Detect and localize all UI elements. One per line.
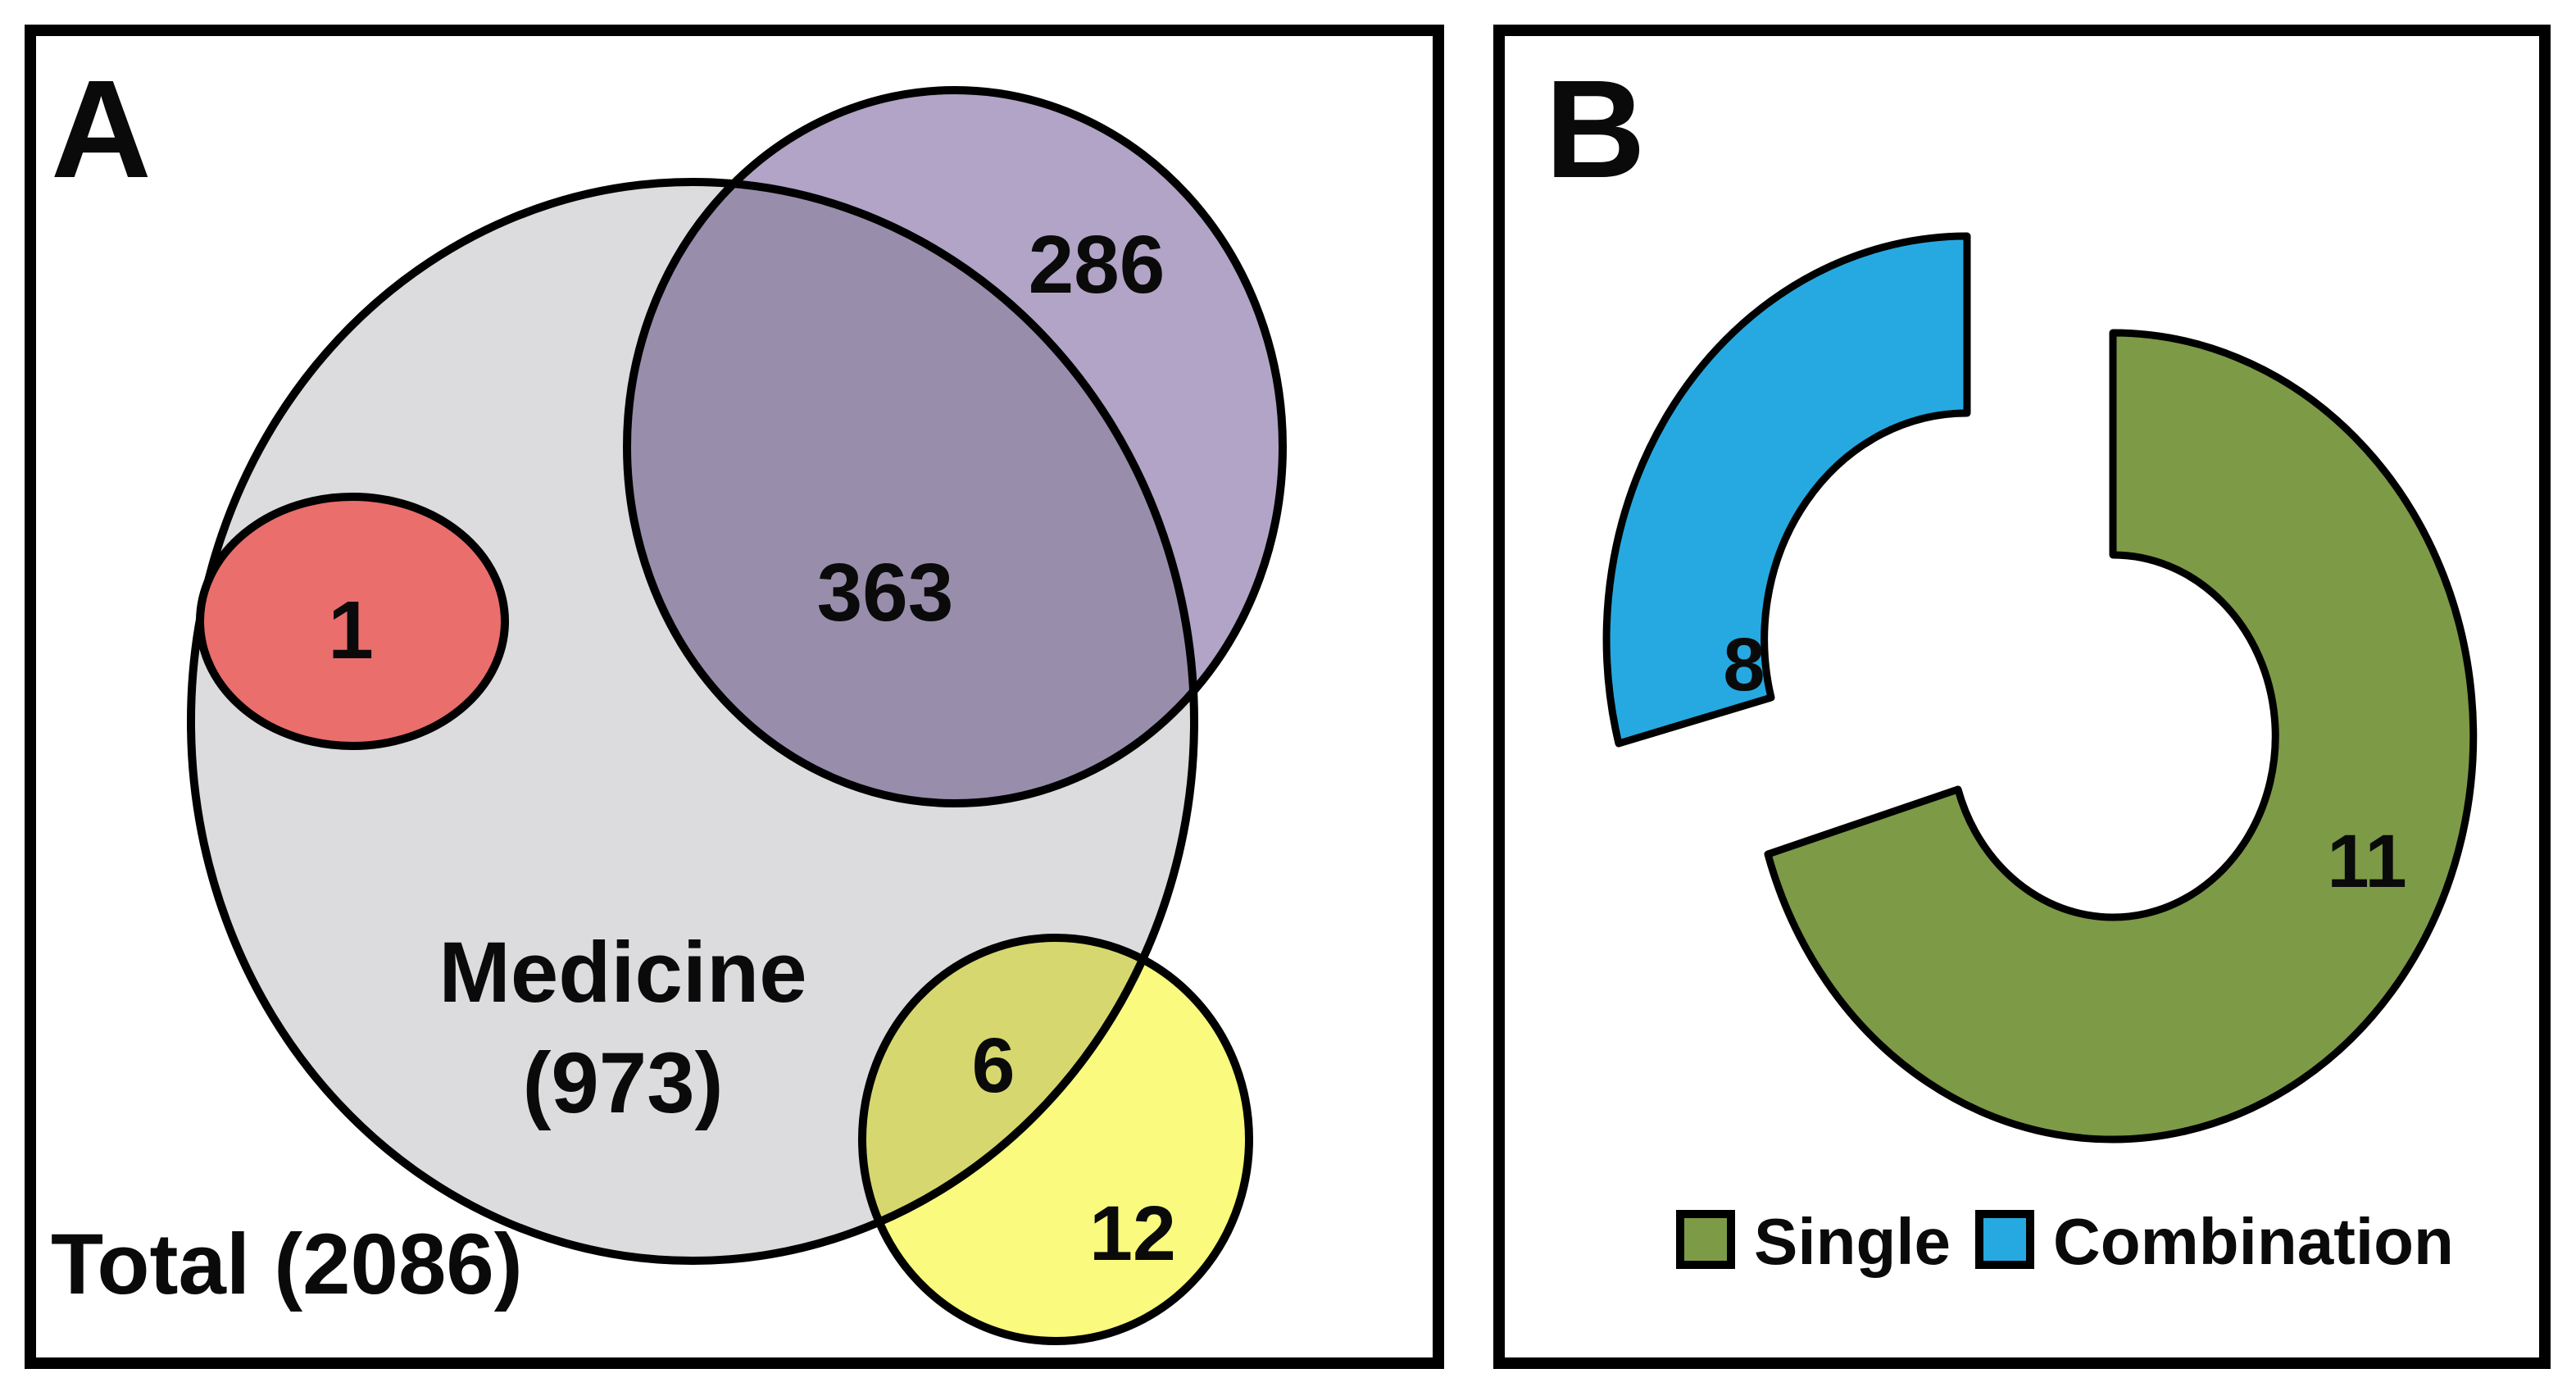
single-value-label: 11 <box>2327 820 2406 903</box>
purple-medicine-overlap-value: 363 <box>817 547 954 639</box>
yellow-only-value: 12 <box>1089 1190 1176 1277</box>
purple-only-value: 286 <box>1029 219 1165 311</box>
yellow-circle <box>858 934 1253 1345</box>
panel-b-label: B <box>1545 52 1646 207</box>
total-label: Total (2086) <box>51 1216 523 1312</box>
single-arc-segment <box>1764 329 2478 1144</box>
medicine-label: Medicine <box>438 925 806 1021</box>
red-circle <box>196 493 509 750</box>
panel-a-venn: A 286 363 1 Medicine (973) 6 12 Total (2… <box>25 25 1444 1369</box>
panel-a-label: A <box>51 52 152 207</box>
purple-circle <box>623 86 1287 807</box>
combination-arc-segment <box>1602 232 1971 748</box>
legend-label-single: Single <box>1754 1205 1951 1278</box>
legend-swatch-single <box>1676 1210 1735 1269</box>
legend-swatch-combination <box>1975 1210 2034 1269</box>
legend-label-combination: Combination <box>2053 1205 2454 1278</box>
medicine-count-label: (973) <box>522 1035 723 1131</box>
panel-b-donut: B 8 11 Single Combination <box>1493 25 2551 1369</box>
yellow-medicine-overlap-value: 6 <box>972 1022 1015 1109</box>
legend: Single Combination <box>1676 1205 2454 1278</box>
red-circle-value: 1 <box>328 584 374 676</box>
combination-value-label: 8 <box>1723 623 1765 707</box>
